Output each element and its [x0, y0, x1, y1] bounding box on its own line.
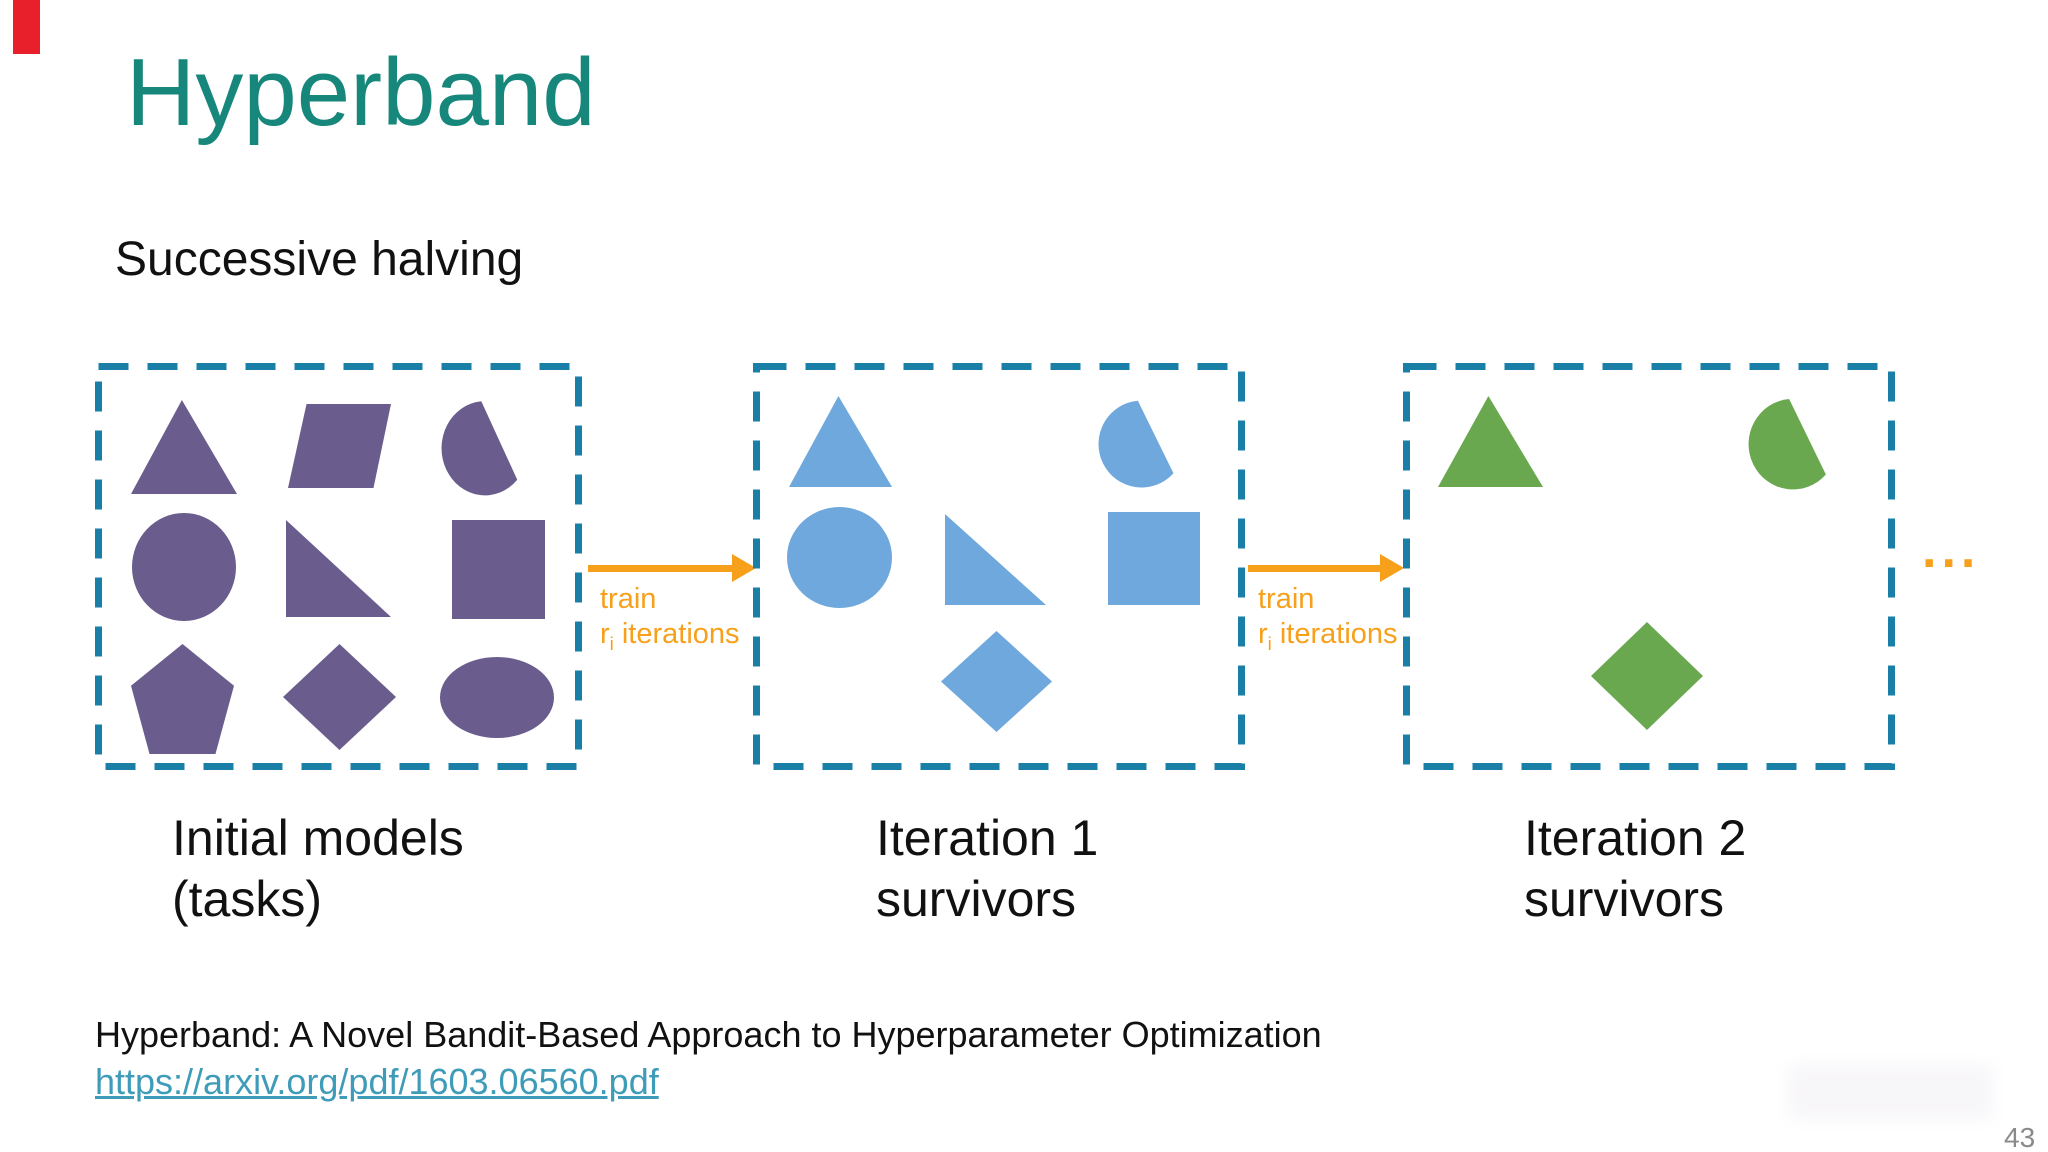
train-label-line1: train: [1258, 583, 1315, 615]
circle-shape: [132, 513, 236, 621]
stage-box-initial-models: [95, 363, 582, 770]
slide-subtitle: Successive halving: [115, 233, 524, 286]
dashed-border: [753, 363, 1245, 770]
stage-label-initial-models: Initial models (tasks): [172, 810, 464, 927]
ellipse-shape: [440, 657, 554, 738]
citation: Hyperband: A Novel Bandit-Based Approach…: [95, 1012, 1322, 1106]
circle-shape: [787, 507, 892, 608]
page-number: 43: [2004, 1122, 2036, 1152]
train-arrow-head: [732, 554, 756, 582]
train-arrow-shaft: [588, 565, 734, 572]
faint-watermark: [1788, 1064, 1993, 1120]
train-arrow-head: [1380, 554, 1404, 582]
square-shape: [1108, 512, 1200, 605]
train-label-line1: train: [600, 583, 657, 615]
stage-label-iteration-1: Iteration 1 survivors: [876, 810, 1099, 927]
continuation-ellipsis: ...: [1922, 521, 1981, 579]
cut-circle-shape: [1748, 399, 1826, 490]
train-arrow-shaft: [1248, 565, 1382, 572]
citation-title: Hyperband: A Novel Bandit-Based Approach…: [95, 1014, 1322, 1055]
cut-circle-shape: [441, 401, 518, 496]
slide-title: Hyperband: [126, 39, 596, 146]
red-marker: [13, 0, 40, 54]
citation-link[interactable]: https://arxiv.org/pdf/1603.06560.pdf: [95, 1060, 659, 1102]
stage-box-iteration-2: [1403, 363, 1895, 770]
stage-box-iteration-1: [753, 363, 1245, 770]
cut-circle-shape: [1098, 400, 1174, 488]
parallelogram-shape: [288, 404, 391, 488]
dashed-border: [1403, 363, 1895, 770]
square-shape: [452, 520, 545, 619]
stage-label-iteration-2: Iteration 2 survivors: [1524, 810, 1747, 927]
